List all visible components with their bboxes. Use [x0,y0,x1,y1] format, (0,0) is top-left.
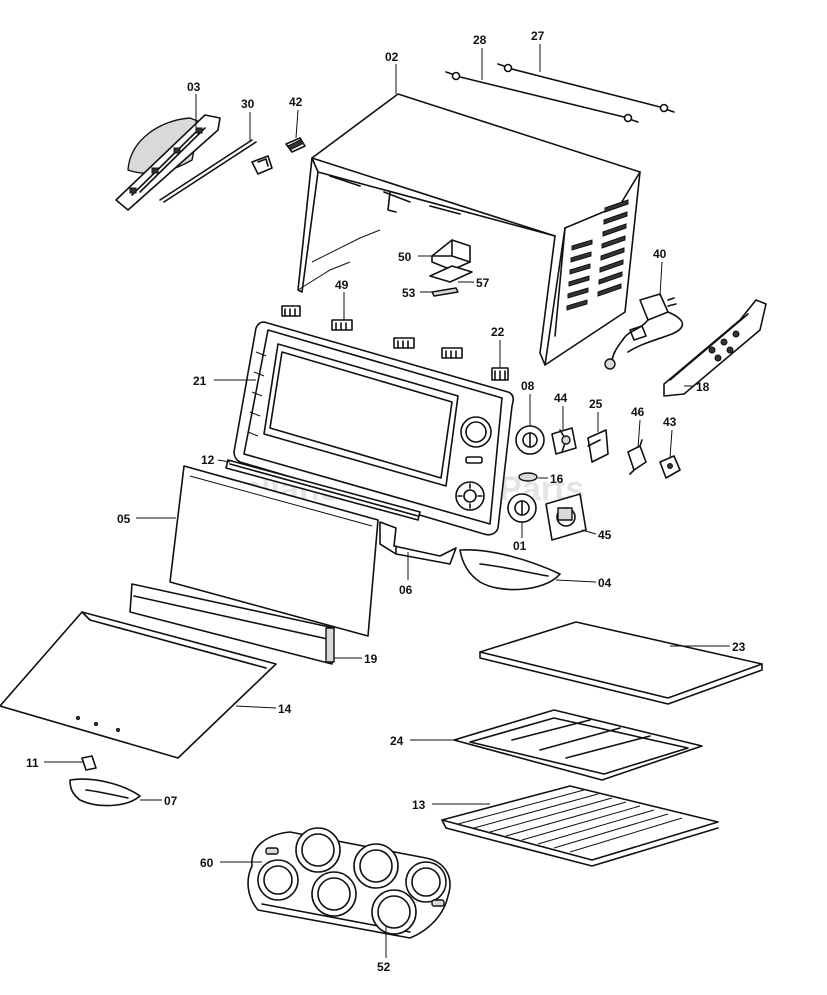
housing-vent-slots [566,199,629,311]
callout-07: 07 [164,794,178,808]
part-02-housing [297,93,641,366]
part-22-clip [491,367,509,381]
callout-02: 02 [385,50,399,64]
callout-50: 50 [398,250,412,264]
callout-21: 21 [193,374,207,388]
callout-16: 16 [550,472,564,486]
callout-42: 42 [289,95,303,109]
part-28-heating-element [445,71,639,123]
part-16-spring [518,472,538,482]
callout-25: 25 [589,397,603,411]
callout-12: 12 [201,453,215,467]
callout-19: 19 [364,652,378,666]
part-18-bracket [663,299,767,397]
part-46-microswitch [627,439,647,475]
callout-08: 08 [521,379,535,393]
part-08-knob [515,425,545,455]
callout-14: 14 [278,702,292,716]
part-60-52-muffin-pan [247,827,451,939]
part-21-front-panel [233,321,514,536]
callout-13: 13 [412,798,426,812]
callout-05: 05 [117,512,131,526]
part-23-baking-sheet [479,621,763,705]
callout-23: 23 [732,640,746,654]
callout-06: 06 [399,583,413,597]
part-45-timer [545,493,587,541]
part-06-hinge [379,521,457,565]
callout-18: 18 [696,380,710,394]
callout-60: 60 [200,856,214,870]
part-13-wire-rack [441,785,719,867]
callout-53: 53 [402,286,416,300]
part-40-power-cord [604,293,684,370]
part-27-heating-element [497,63,675,113]
callout-28: 28 [473,33,487,47]
callout-27: 27 [531,29,545,43]
callout-46: 46 [631,405,645,419]
part-14-crumb-tray [0,611,277,759]
callout-04: 04 [598,576,612,590]
part-07-handle [69,778,141,807]
part-12-trim-strip [225,459,421,521]
callout-labels: 02 03 30 42 28 27 50 57 53 49 40 18 22 2… [26,29,746,974]
part-19-door-strip [129,583,335,665]
part-50-bracket [431,239,471,271]
part-01-knob [507,493,537,523]
callout-43: 43 [663,415,677,429]
callout-57: 57 [476,276,490,290]
part-57-plate [429,265,473,283]
part-05-glass-door [169,465,379,637]
callout-40: 40 [653,247,667,261]
leader-lines [44,44,730,958]
callout-45: 45 [598,528,612,542]
part-25-bracket [587,429,609,463]
part-03-side-bracket [115,114,221,211]
callout-03: 03 [187,80,201,94]
callout-11: 11 [26,756,39,770]
callout-30: 30 [241,97,255,111]
part-24-broil-pan [453,709,703,781]
callout-22: 22 [491,325,505,339]
part-44-switch [551,427,577,455]
callout-49: 49 [335,278,349,292]
part-30-rod [159,139,257,203]
callout-01: 01 [513,539,527,553]
part-49-clips [281,305,463,359]
callout-44: 44 [554,391,568,405]
part-04-handle [459,548,561,591]
part-42-clips [251,137,306,175]
callout-24: 24 [390,734,404,748]
callout-52: 52 [377,960,391,974]
part-53-strip [431,287,459,297]
part-43-clip [659,455,681,479]
part-11-clip [81,755,97,771]
